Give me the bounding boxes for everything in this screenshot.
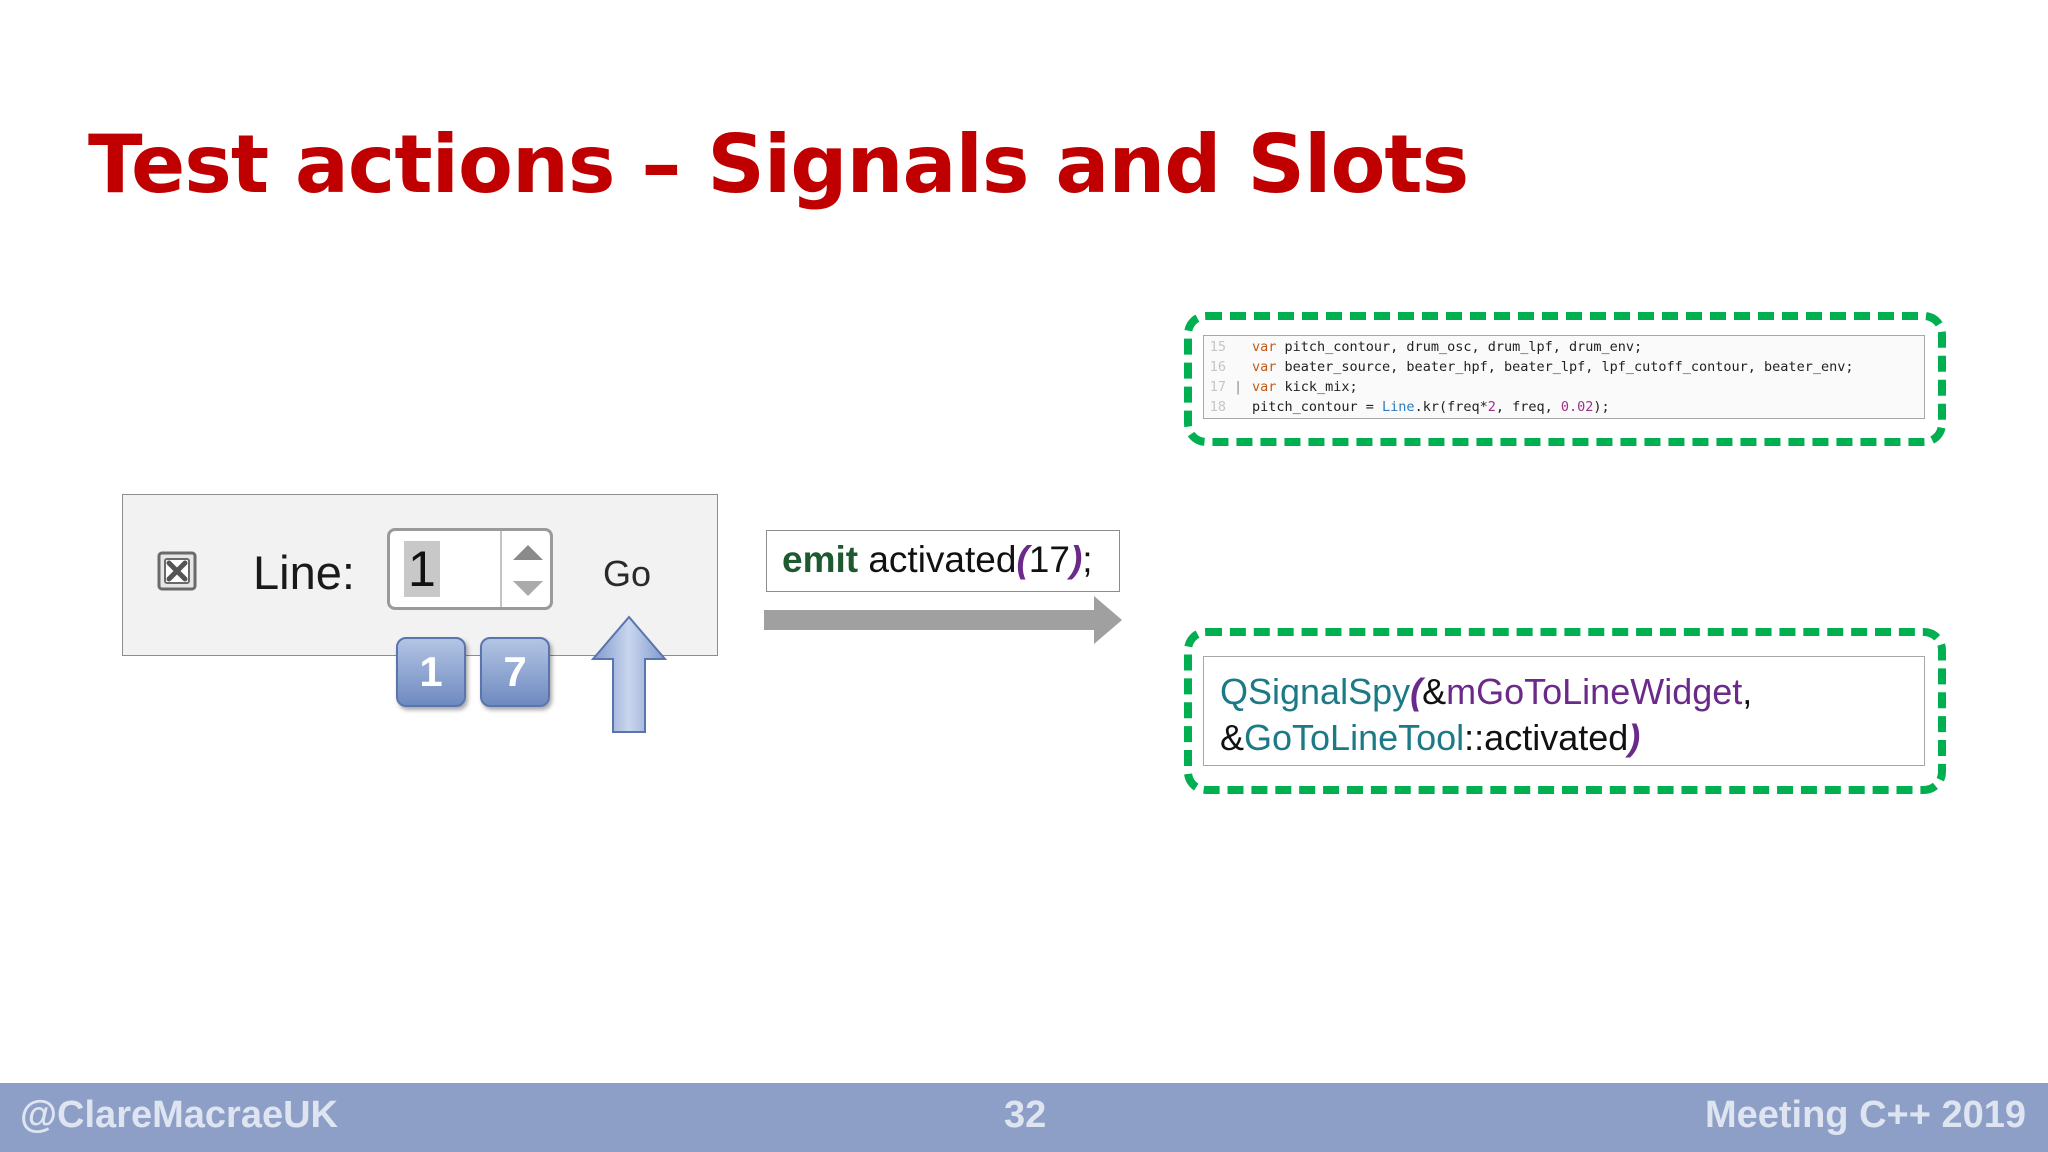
ampersand: &: [1422, 671, 1447, 712]
spy-class-name: QSignalSpy: [1220, 671, 1411, 712]
code-text: .kr(freq*: [1414, 399, 1488, 415]
line-number: 15: [1209, 339, 1226, 355]
slide-title: Test actions – Signals and Slots: [88, 118, 1469, 211]
code-text: pitch_contour, drum_osc, drum_lpf, drum_…: [1276, 339, 1643, 355]
code-number: 0.02: [1560, 399, 1594, 415]
paren-close: ): [1069, 539, 1083, 580]
stepper-divider: [500, 531, 502, 607]
footer-bar: @ClareMacraeUK 32 Meeting C++ 2019: [0, 1083, 2048, 1152]
code-line: 17 | var kick_mix;: [1204, 377, 1358, 397]
line-label: Line:: [253, 546, 355, 599]
semicolon: ;: [1082, 539, 1093, 580]
code-class-name: Line: [1382, 399, 1415, 415]
spy-tool-class: GoToLineTool: [1244, 717, 1465, 758]
emit-keyword: emit: [782, 539, 859, 580]
emit-signal-box: emit activated(17);: [766, 530, 1120, 592]
line-number: 18: [1209, 399, 1226, 415]
dashed-frame-code: [1184, 312, 1946, 446]
arrow-right-icon: [764, 596, 1122, 644]
paren-open: (: [1410, 671, 1423, 712]
code-text: );: [1593, 399, 1610, 415]
footer-page-number: 32: [1004, 1094, 1047, 1136]
code-text: pitch_contour =: [1252, 399, 1383, 415]
dashed-frame-spy: [1184, 628, 1946, 794]
code-text: beater_source, beater_hpf, beater_lpf, l…: [1276, 359, 1854, 375]
line-number: 16: [1209, 359, 1226, 375]
line-number: 17: [1209, 379, 1226, 395]
paren-open: (: [1016, 539, 1029, 580]
line-number-spinbox[interactable]: 1: [387, 528, 553, 610]
arrow-up-icon: [590, 615, 668, 733]
go-to-line-widget: Line: 1 Go: [122, 494, 718, 656]
triangle-down-icon[interactable]: [513, 581, 543, 596]
code-text: kick_mix;: [1276, 379, 1358, 395]
text-cursor: |: [1234, 379, 1243, 395]
footer-handle: @ClareMacraeUK: [20, 1094, 338, 1136]
key-7: 7: [480, 637, 550, 707]
keyword-var: var: [1252, 359, 1277, 375]
code-text: , freq,: [1495, 399, 1561, 415]
triangle-up-icon[interactable]: [513, 545, 543, 560]
comma: ,: [1742, 671, 1753, 712]
code-line: 16 var beater_source, beater_hpf, beater_…: [1204, 357, 1854, 377]
close-box-icon[interactable]: [156, 550, 198, 592]
spy-line-2: &GoToLineTool::activated): [1220, 715, 1924, 761]
spy-signal-member: ::activated: [1464, 717, 1629, 758]
paren-close: ): [1628, 717, 1641, 758]
code-number: 2: [1487, 399, 1496, 415]
key-1: 1: [396, 637, 466, 707]
emit-arg: 17: [1028, 539, 1070, 580]
signal-spy-box: QSignalSpy(&mGoToLineWidget, &GoToLineTo…: [1203, 656, 1925, 766]
go-button[interactable]: Go: [603, 553, 652, 594]
code-snippet: 15 var pitch_contour, drum_osc, drum_lpf,…: [1203, 335, 1925, 419]
keyword-var: var: [1252, 339, 1277, 355]
code-line: 15 var pitch_contour, drum_osc, drum_lpf,…: [1204, 337, 1642, 357]
spy-widget-arg: mGoToLineWidget: [1446, 671, 1743, 712]
ampersand: &: [1220, 717, 1245, 758]
keyword-var: var: [1252, 379, 1277, 395]
line-number-input[interactable]: 1: [404, 541, 440, 597]
spy-line-1: QSignalSpy(&mGoToLineWidget,: [1220, 669, 1924, 715]
emit-signal-name: activated: [868, 539, 1017, 580]
footer-event: Meeting C++ 2019: [1704, 1094, 2026, 1136]
